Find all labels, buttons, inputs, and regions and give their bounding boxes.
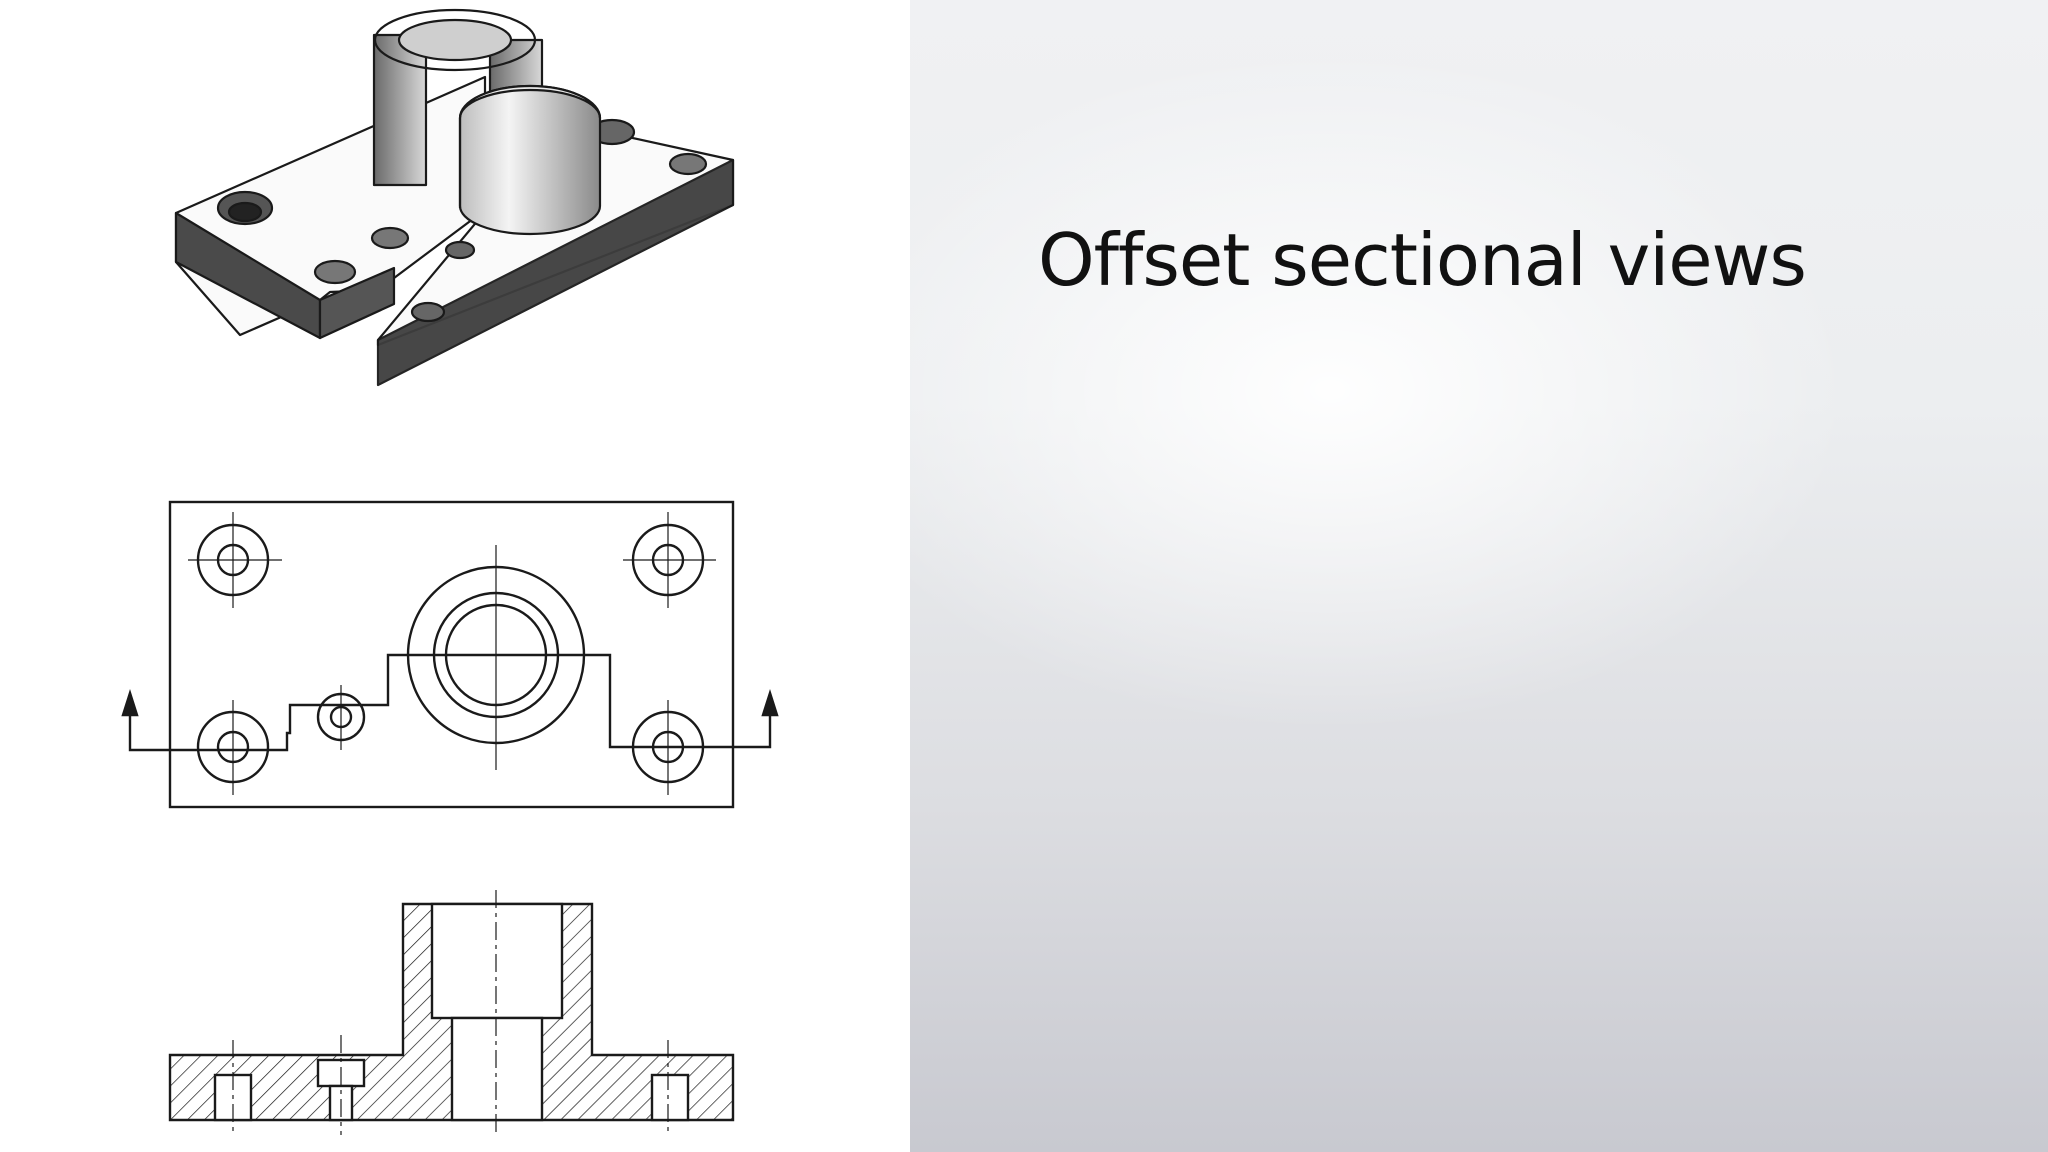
left-arrow-icon: [121, 689, 139, 717]
top-view: [121, 500, 779, 809]
top-right-hole: [623, 512, 716, 608]
isometric-view: [174, 8, 735, 387]
engineering-drawing: [121, 8, 779, 1135]
boss-circles: [406, 545, 586, 770]
title-panel: Offset sectional views: [910, 0, 2048, 1152]
cutting-plane-line: [128, 653, 772, 752]
bottom-left-hole: [196, 700, 270, 795]
small-hole: [316, 685, 366, 750]
front-section-view: [168, 890, 735, 1135]
slide-title: Offset sectional views: [1038, 218, 1807, 302]
top-left-hole: [188, 512, 282, 608]
drawing-panel: [0, 0, 910, 1152]
right-arrow-icon: [761, 689, 779, 717]
